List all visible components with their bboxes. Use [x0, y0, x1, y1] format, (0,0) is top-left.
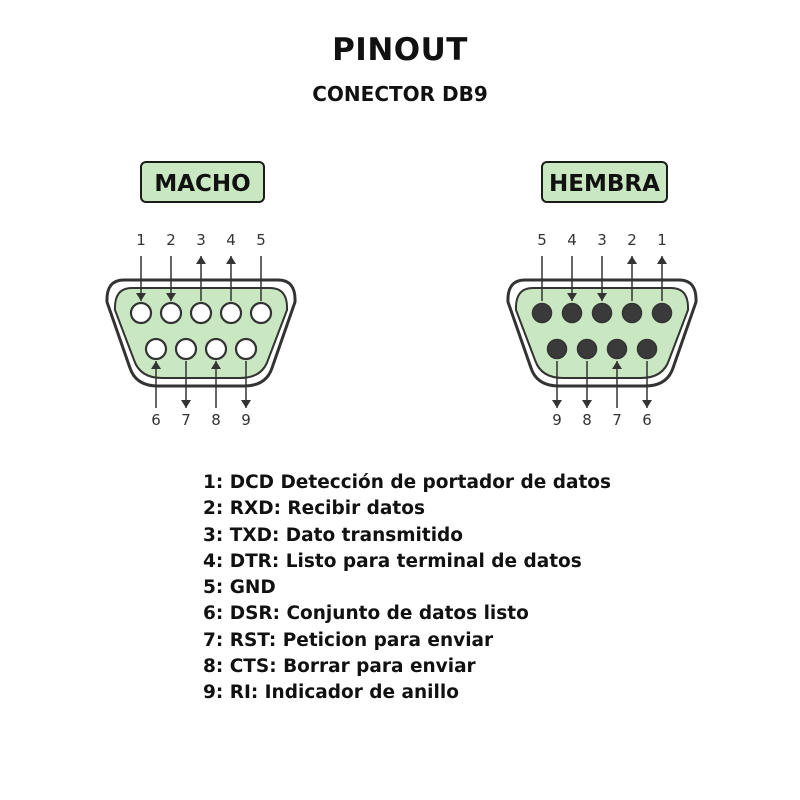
pin-contact [561, 302, 583, 324]
male-label-badge: MACHO [140, 161, 265, 203]
legend-item: 9: RI: Indicador de anillo [203, 682, 459, 704]
female-connector: 5 4 3 2 1 9 8 7 6 [506, 231, 698, 429]
pin-contact [159, 301, 183, 325]
pin-contact [531, 302, 553, 324]
legend-item: 4: DTR: Listo para terminal de datos [203, 550, 582, 572]
pin-contact [249, 301, 273, 325]
arrow-head-icon [642, 400, 652, 408]
pin-number-label: 2 [166, 231, 176, 249]
arrow-head-icon [612, 361, 622, 369]
legend-item: 3: TXD: Dato transmitido [203, 524, 464, 546]
pin-number-label: 6 [151, 411, 161, 429]
pin-number-label: 4 [226, 231, 236, 249]
pin-number-label: 9 [241, 411, 251, 429]
arrow-head-icon [136, 293, 146, 301]
pin-number-label: 5 [537, 231, 547, 249]
arrow-head-icon [166, 293, 176, 301]
page-subtitle: CONECTOR DB9 [312, 82, 488, 106]
arrow-head-icon [151, 361, 161, 369]
pin-number-label: 7 [181, 411, 191, 429]
pin-number-label: 8 [582, 411, 592, 429]
arrow-head-icon [181, 400, 191, 408]
female-label-badge: HEMBRA [541, 161, 668, 203]
arrow-head-icon [241, 400, 251, 408]
db9-connectors-diagram: 1 2 3 4 5 6 7 8 9 5 4 3 2 1 9 8 7 6 [105, 231, 698, 429]
pin-contact [129, 301, 153, 325]
pin-number-label: 2 [627, 231, 637, 249]
legend-item: 2: RXD: Recibir datos [203, 498, 425, 520]
pin-number-label: 8 [211, 411, 221, 429]
arrow-head-icon [657, 256, 667, 264]
male-connector: 1 2 3 4 5 6 7 8 9 [105, 231, 297, 429]
pin-contact [591, 302, 613, 324]
pin-number-label: 3 [597, 231, 607, 249]
legend-item: 7: RST: Peticion para enviar [203, 629, 494, 651]
pin-legend: 1: DCD Detección de portador de datos 2: … [203, 470, 611, 707]
pin-contact [219, 301, 243, 325]
pin-number-label: 5 [256, 231, 266, 249]
arrow-head-icon [226, 256, 236, 264]
page-title: PINOUT [332, 32, 468, 68]
arrow-head-icon [582, 400, 592, 408]
pin-contact [636, 338, 658, 360]
arrow-head-icon [567, 293, 577, 301]
legend-item: 6: DSR: Conjunto de datos listo [203, 603, 529, 625]
pin-number-label: 1 [657, 231, 667, 249]
pin-contact [174, 337, 198, 361]
legend-item: 1: DCD Detección de portador de datos [203, 472, 612, 493]
pin-contact [651, 302, 673, 324]
pin-number-label: 3 [196, 231, 206, 249]
arrow-head-icon [627, 256, 637, 264]
pin-contact [546, 338, 568, 360]
legend-item: 8: CTS: Borrar para enviar [203, 656, 476, 678]
pin-contact [189, 301, 213, 325]
pin-contact [144, 337, 168, 361]
pin-number-label: 6 [642, 411, 652, 429]
legend-item: 5: GND [203, 577, 276, 599]
connector-shell-inner [113, 287, 289, 379]
arrow-head-icon [597, 293, 607, 301]
pin-contact [621, 302, 643, 324]
pin-number-label: 4 [567, 231, 577, 249]
pin-contact [204, 337, 228, 361]
arrow-head-icon [211, 361, 221, 369]
pin-contact [576, 338, 598, 360]
pin-contact [234, 337, 258, 361]
pin-number-label: 9 [552, 411, 562, 429]
arrow-head-icon [552, 400, 562, 408]
pin-contact [606, 338, 628, 360]
arrow-head-icon [196, 256, 206, 264]
connector-shell-inner [514, 287, 690, 379]
pin-number-label: 1 [136, 231, 146, 249]
pin-number-label: 7 [612, 411, 622, 429]
